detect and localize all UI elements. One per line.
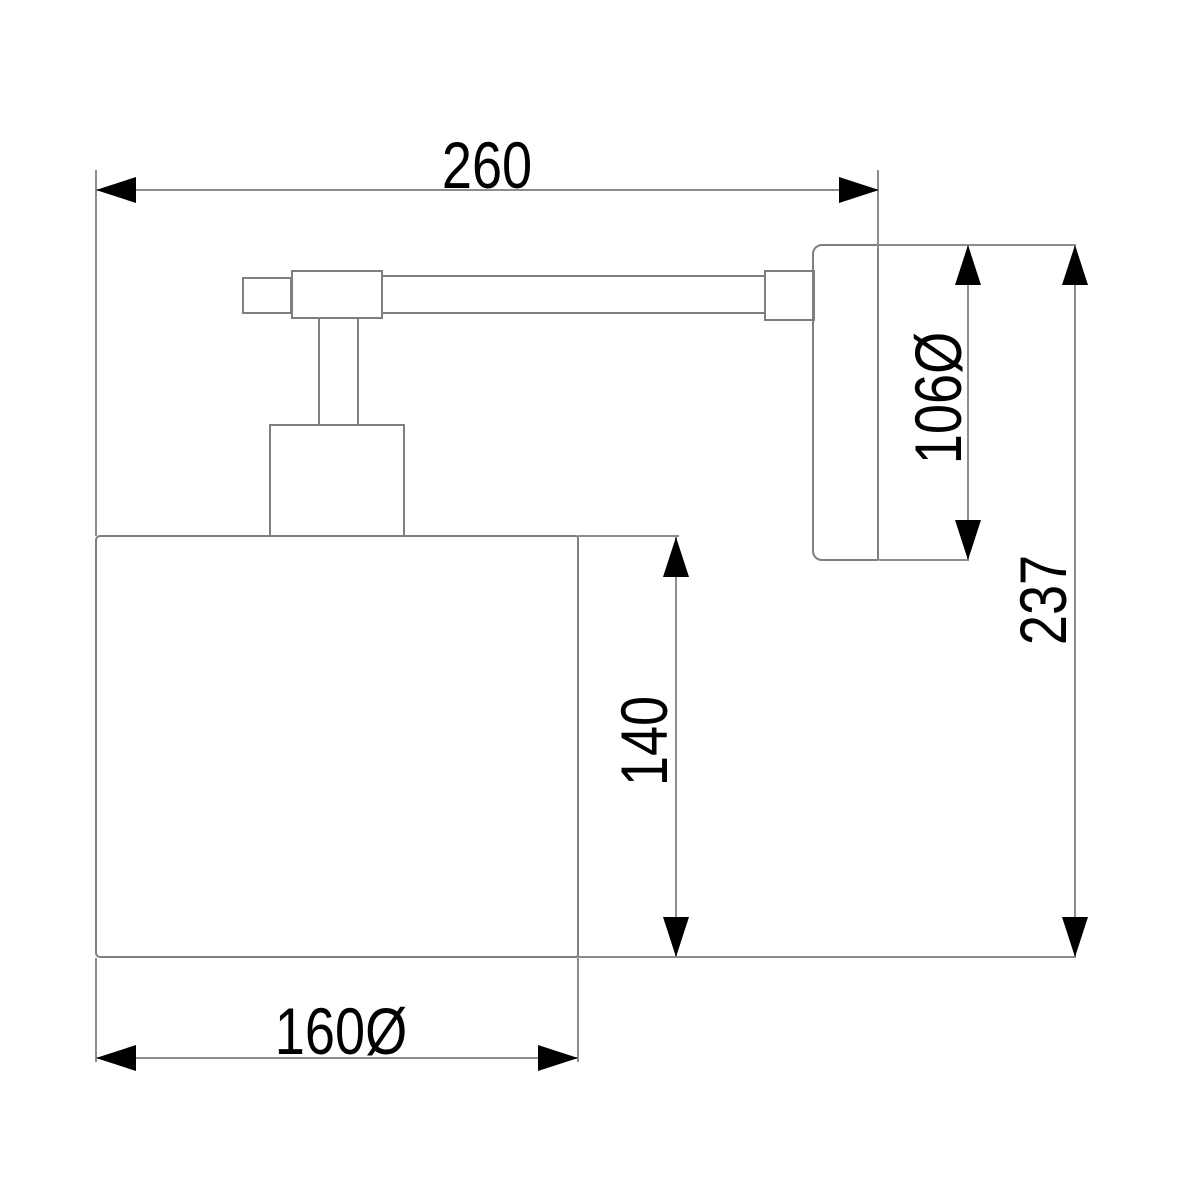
knuckle-endcap-outline [242,277,292,314]
shade-outline [95,535,579,958]
dim-arrow-left-icon [96,177,136,203]
dimension-line-shade-width [96,1057,578,1059]
extension-line-shade-right-down [577,958,579,1062]
stem-outline [318,317,359,426]
dim-label-shade-width: 160Ø [274,994,408,1068]
dimension-line-shade-height [675,537,677,957]
dim-arrow-down-icon [1062,917,1088,957]
dim-arrow-down-icon [663,917,689,957]
extension-line-shade-bottom-right [578,956,1076,958]
dimension-line-overall-width [96,189,879,191]
dim-label-overall-height: 237 [1006,554,1080,646]
dim-label-shade-height: 140 [607,695,681,787]
extension-line-plate-bottom-right [879,559,969,561]
lampholder-outline [269,424,405,537]
dim-arrow-down-icon [955,520,981,560]
wall-plate-outline [812,244,879,561]
arm-outline [382,275,766,314]
dimension-line-backplate-height [967,245,969,560]
dim-arrow-right-icon [538,1045,578,1071]
extension-line-shade-left-up [95,170,97,536]
wall-collar-outline [764,270,815,321]
dimension-line-overall-height [1074,245,1076,957]
dim-label-overall-width: 260 [441,128,533,202]
extension-line-plate-right-up [877,170,879,248]
dim-arrow-left-icon [96,1045,136,1071]
dim-arrow-up-icon [663,537,689,577]
pivot-knuckle-outline [291,270,383,319]
dim-label-backplate-height: 106Ø [901,331,975,465]
dim-arrow-up-icon [1062,245,1088,285]
dim-arrow-right-icon [839,177,879,203]
extension-line-shade-left-down [95,958,97,1062]
dim-arrow-up-icon [955,245,981,285]
extension-line-shade-top-right [578,535,679,537]
